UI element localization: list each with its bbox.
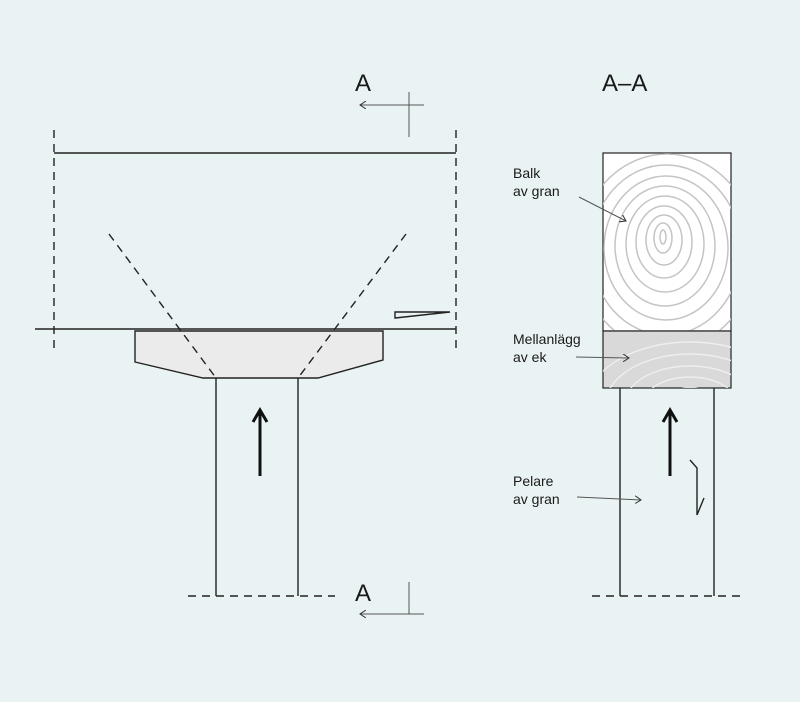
beam-label-line2: av gran	[513, 183, 560, 199]
section-shear-symbol-icon	[689, 459, 705, 516]
shear-symbol-icon	[394, 311, 451, 319]
spacer-growth-rings	[603, 341, 731, 388]
column-label-line1: Pelare	[513, 473, 554, 489]
column-leader-arrow-icon	[576, 497, 641, 500]
beam-leader-arrow-icon	[578, 196, 626, 221]
bearing-plate	[134, 330, 384, 379]
section-mark-top: A	[355, 70, 371, 97]
column-label-line2: av gran	[513, 491, 560, 507]
spacer-label-line1: Mellanlägg	[513, 331, 581, 347]
beam-growth-rings	[603, 153, 731, 331]
section-mark-bottom: A	[355, 580, 371, 607]
elevation-view: A A	[35, 70, 457, 614]
load-spread-line-right	[297, 233, 407, 379]
load-arrow-up-icon	[251, 407, 269, 476]
beam-cross-section	[602, 152, 732, 332]
load-spread-line-left	[108, 233, 217, 379]
beam-label-line1: Balk	[513, 165, 541, 181]
section-load-arrow-up-icon	[661, 407, 679, 476]
section-view: A–A Balk av gran	[513, 70, 745, 597]
section-title: A–A	[602, 70, 647, 97]
spacer-leader-arrow-icon	[575, 357, 629, 358]
spacer-label-line2: av ek	[513, 349, 547, 365]
